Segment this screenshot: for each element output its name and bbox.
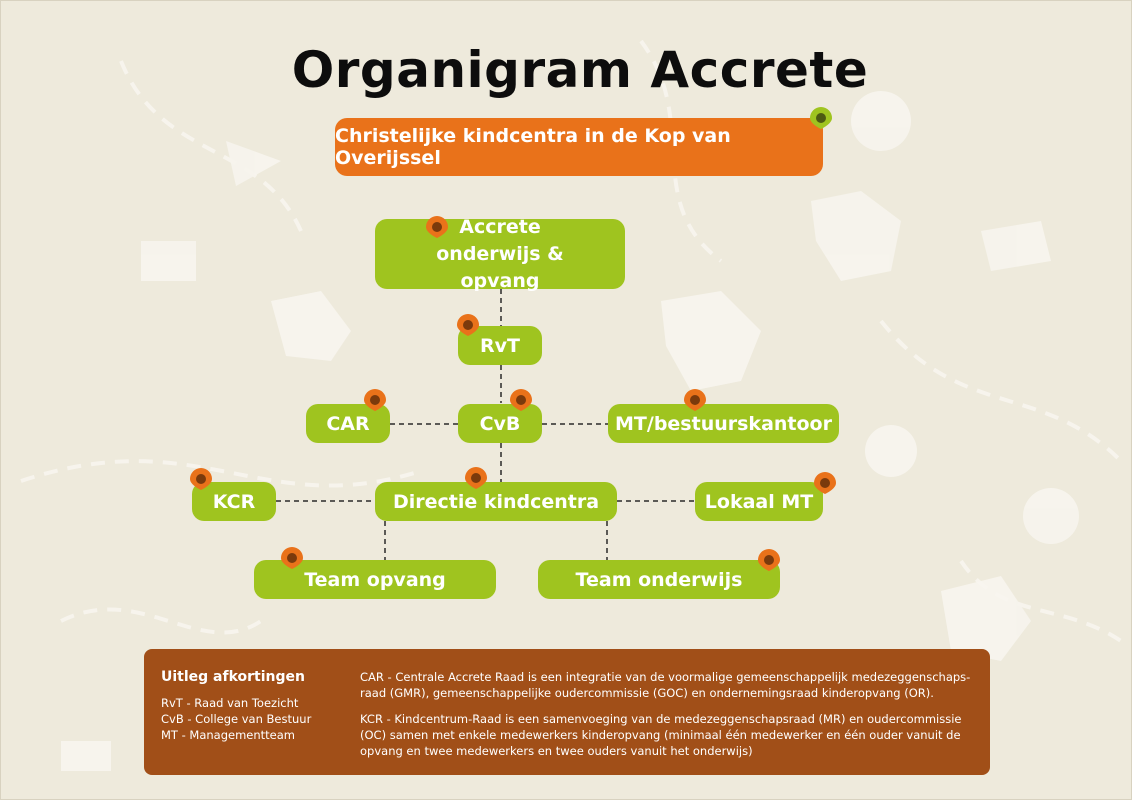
map-pin-icon <box>758 549 780 571</box>
legend-abbr-rvt: RvT - Raad van Toezicht <box>161 696 299 710</box>
node-kcr: KCR <box>192 482 276 521</box>
node-directie-kindcentra-label: Directie kindcentra <box>392 490 600 513</box>
map-pin-icon <box>364 389 386 411</box>
legend-panel: Uitleg afkortingen RvT - Raad van Toezic… <box>144 649 990 775</box>
subtitle-banner: Christelijke kindcentra in de Kop van Ov… <box>335 118 823 176</box>
legend-car-text: CAR - Centrale Accrete Raad is een integ… <box>360 670 971 700</box>
legend-explanations: CAR - Centrale Accrete Raad is een integ… <box>360 669 972 769</box>
map-pin-icon <box>810 107 832 129</box>
map-pin-icon <box>684 389 706 411</box>
map-pin-icon <box>281 547 303 569</box>
node-mt-bestuurskantoor: MT/bestuurskantoor <box>608 404 839 443</box>
node-team-onderwijs-label: Team onderwijs <box>575 568 743 591</box>
legend-kcr-text: KCR - Kindcentrum-Raad is een samenvoegi… <box>360 712 962 758</box>
node-team-opvang-label: Team opvang <box>304 568 446 591</box>
map-pin-icon <box>457 314 479 336</box>
subtitle-text: Christelijke kindcentra in de Kop van Ov… <box>335 125 731 169</box>
node-rvt-label: RvT <box>480 334 520 357</box>
legend-title: Uitleg afkortingen <box>161 669 305 685</box>
node-accrete: Accrete onderwijs & opvang <box>375 216 625 292</box>
page-title: Organigram Accrete <box>291 41 869 99</box>
legend-abbr-cvb: CvB - College van Bestuur <box>161 712 312 726</box>
node-kcr-label: KCR <box>212 490 256 513</box>
legend-abbr-mt: MT - Managementteam <box>161 728 295 742</box>
map-pin-icon <box>426 216 448 238</box>
node-mt-bestuurskantoor-label: MT/bestuurskantoor <box>615 412 832 435</box>
node-car-label: CAR <box>326 412 370 435</box>
legend-abbreviations: RvT - Raad van Toezicht CvB - College va… <box>161 695 311 743</box>
map-pin-icon <box>190 468 212 490</box>
node-accrete-label: Accrete onderwijs & opvang <box>436 215 564 292</box>
node-team-onderwijs: Team onderwijs <box>538 560 780 599</box>
node-cvb: CvB <box>458 404 542 443</box>
map-pin-icon <box>814 472 836 494</box>
node-lokaal-mt-label: Lokaal MT <box>704 490 814 513</box>
map-pin-icon <box>510 389 532 411</box>
map-pin-icon <box>465 467 487 489</box>
node-cvb-label: CvB <box>479 412 521 435</box>
node-lokaal-mt: Lokaal MT <box>695 482 823 521</box>
node-directie-kindcentra: Directie kindcentra <box>375 482 617 521</box>
